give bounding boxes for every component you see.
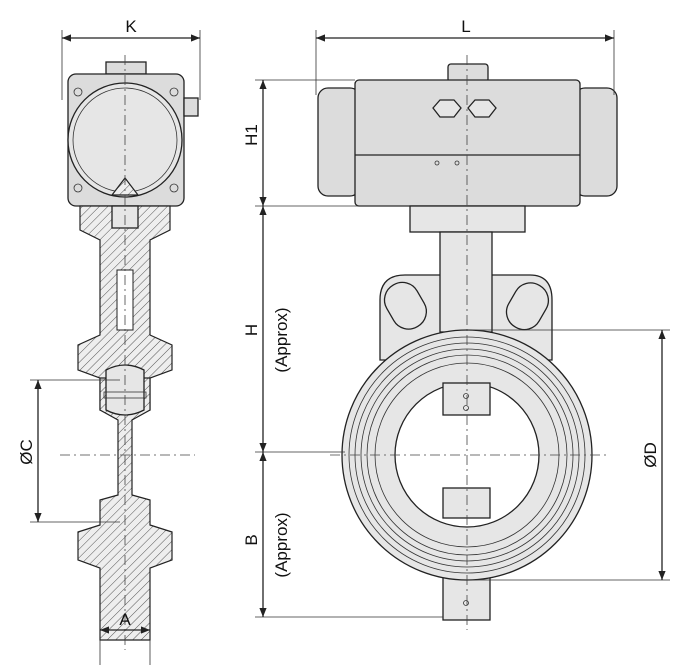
front-view: L H1 H (Approx) B (Approx) ØD xyxy=(242,17,670,630)
dimension-D-label: ØD xyxy=(641,442,660,468)
dimension-C-label: ØC xyxy=(17,439,36,465)
dimension-B-note: (Approx) xyxy=(272,512,291,577)
dimension-L-label: L xyxy=(461,17,470,36)
dimension-H1-label: H1 xyxy=(242,124,261,146)
dimension-B-label: B xyxy=(242,534,261,545)
side-view: K ØC A xyxy=(17,17,201,665)
dimension-K-label: K xyxy=(125,17,137,36)
dimension-H-label: H xyxy=(242,324,261,336)
dimension-A-label: A xyxy=(119,610,131,629)
dimension-H-note: (Approx) xyxy=(272,307,291,372)
